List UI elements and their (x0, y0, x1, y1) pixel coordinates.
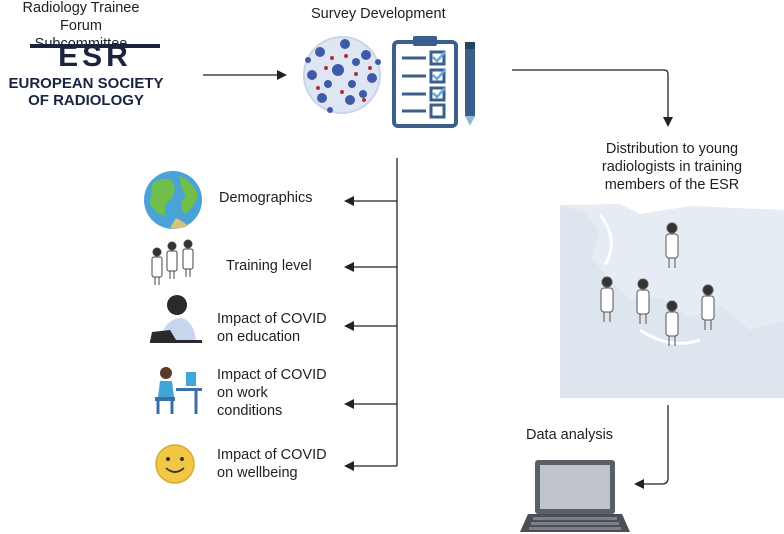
doctors-icon (151, 239, 194, 285)
distribution-text: Distribution to young radiologists in tr… (601, 141, 743, 193)
topic-label-education: Impact of COVID on education (217, 311, 327, 345)
topic-label-demographics: Demographics (219, 190, 313, 206)
student-icon (150, 295, 202, 343)
survey-development-title: Survey Development (311, 6, 446, 22)
topic-label-work-conditions: Impact of COVID on work conditions (217, 367, 327, 419)
smiley-icon (155, 444, 195, 484)
globe-icon (144, 171, 202, 229)
worker-desk-icon (155, 367, 202, 414)
data-analysis-label: Data analysis (526, 427, 614, 443)
laptop-icon (520, 460, 630, 532)
clipboard-icon (392, 36, 458, 128)
arrow-to-distribution (512, 69, 673, 127)
virus-icon (303, 36, 381, 114)
esr-logo-mark (30, 44, 160, 48)
logo-line2: OF RADIOLOGY (28, 92, 144, 109)
pen-icon (465, 42, 475, 126)
logo-line1: EUROPEAN SOCIETY (8, 75, 164, 92)
map-radiologist-figures (600, 222, 715, 346)
topic-label-wellbeing: Impact of COVID on wellbeing (217, 447, 327, 481)
topic-label-training-level: Training level (226, 258, 312, 274)
arrow-to-analysis (634, 405, 669, 489)
